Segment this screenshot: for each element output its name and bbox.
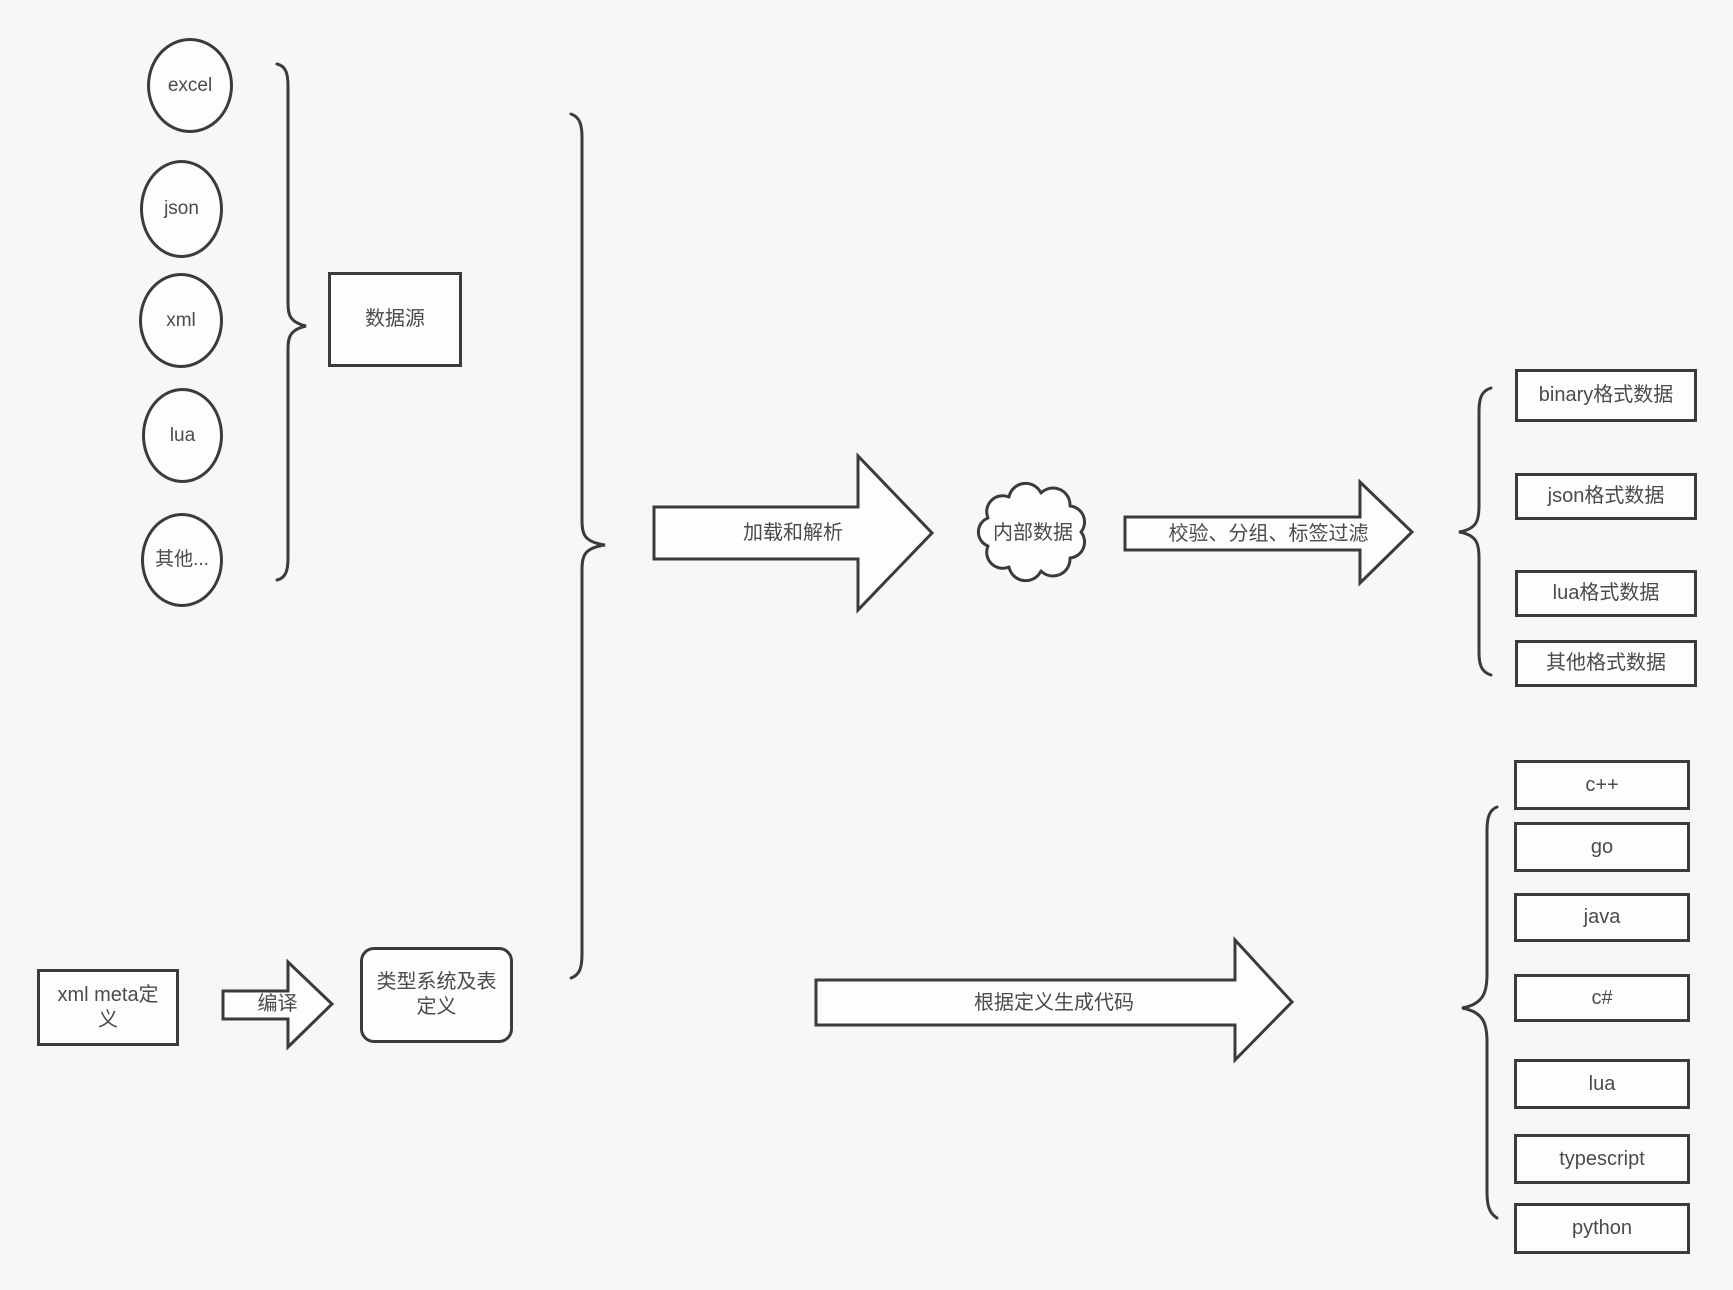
data-source-box: 数据源	[328, 272, 462, 367]
output-box-label: json格式数据	[1547, 485, 1665, 507]
language-box-go: go	[1514, 822, 1690, 872]
language-box-csharp: c#	[1514, 974, 1690, 1022]
output-box-label: binary格式数据	[1538, 384, 1674, 406]
language-box-label: typescript	[1559, 1147, 1645, 1170]
load-parse-arrow	[652, 452, 935, 614]
codegen-arrow-label: 根据定义生成代码	[974, 991, 1134, 1014]
xml-meta-label: xml meta定义	[57, 983, 159, 1031]
language-box-label: python	[1571, 1217, 1633, 1239]
outputs-curly-brace	[1458, 386, 1493, 677]
languages-curly-brace	[1461, 805, 1499, 1220]
language-box-label: lua	[1588, 1072, 1616, 1095]
compile-arrow	[221, 958, 335, 1051]
type-system-box: 类型系统及表定义	[360, 947, 513, 1043]
output-box-other: 其他格式数据	[1515, 640, 1697, 687]
language-box-cpp: c++	[1514, 760, 1690, 810]
source-node-label: lua	[169, 424, 196, 446]
filter-arrow-label: 校验、分组、标签过滤	[1168, 522, 1369, 545]
data-source-label: 数据源	[365, 308, 425, 330]
codegen-arrow	[814, 936, 1295, 1064]
output-box-lua: lua格式数据	[1515, 570, 1697, 617]
compile-arrow-label: 编译	[257, 993, 298, 1015]
filter-arrow	[1123, 478, 1415, 587]
language-box-java: java	[1514, 893, 1690, 942]
output-box-label: lua格式数据	[1552, 582, 1660, 604]
language-box-python: python	[1514, 1203, 1690, 1254]
sources-curly-brace	[275, 62, 307, 582]
source-node-label: excel	[167, 74, 213, 96]
type-system-label: 类型系统及表定义	[376, 971, 497, 1018]
language-box-label: java	[1583, 906, 1621, 928]
inputs-group-curly-brace	[569, 112, 606, 980]
language-box-label: go	[1590, 835, 1614, 858]
output-box-label: 其他格式数据	[1546, 652, 1666, 674]
source-node-other: 其他...	[141, 513, 223, 607]
source-node-json: json	[140, 160, 223, 258]
language-box-typescript: typescript	[1514, 1134, 1690, 1184]
language-box-label: c++	[1585, 773, 1619, 796]
source-node-label: 其他...	[155, 549, 209, 571]
source-node-label: json	[164, 198, 199, 220]
source-node-excel: excel	[147, 38, 233, 133]
language-box-lua: lua	[1514, 1059, 1690, 1109]
load-parse-arrow-label: 加载和解析	[743, 522, 843, 544]
source-node-label: xml	[166, 309, 196, 331]
source-node-lua: lua	[142, 388, 223, 483]
xml-meta-box: xml meta定义	[37, 969, 179, 1046]
source-node-xml: xml	[139, 273, 223, 368]
internal-data-cloud	[976, 481, 1086, 583]
output-box-binary: binary格式数据	[1515, 369, 1697, 422]
internal-data-label: 内部数据	[993, 522, 1073, 544]
language-box-label: c#	[1591, 986, 1613, 1009]
output-box-json: json格式数据	[1515, 473, 1697, 520]
